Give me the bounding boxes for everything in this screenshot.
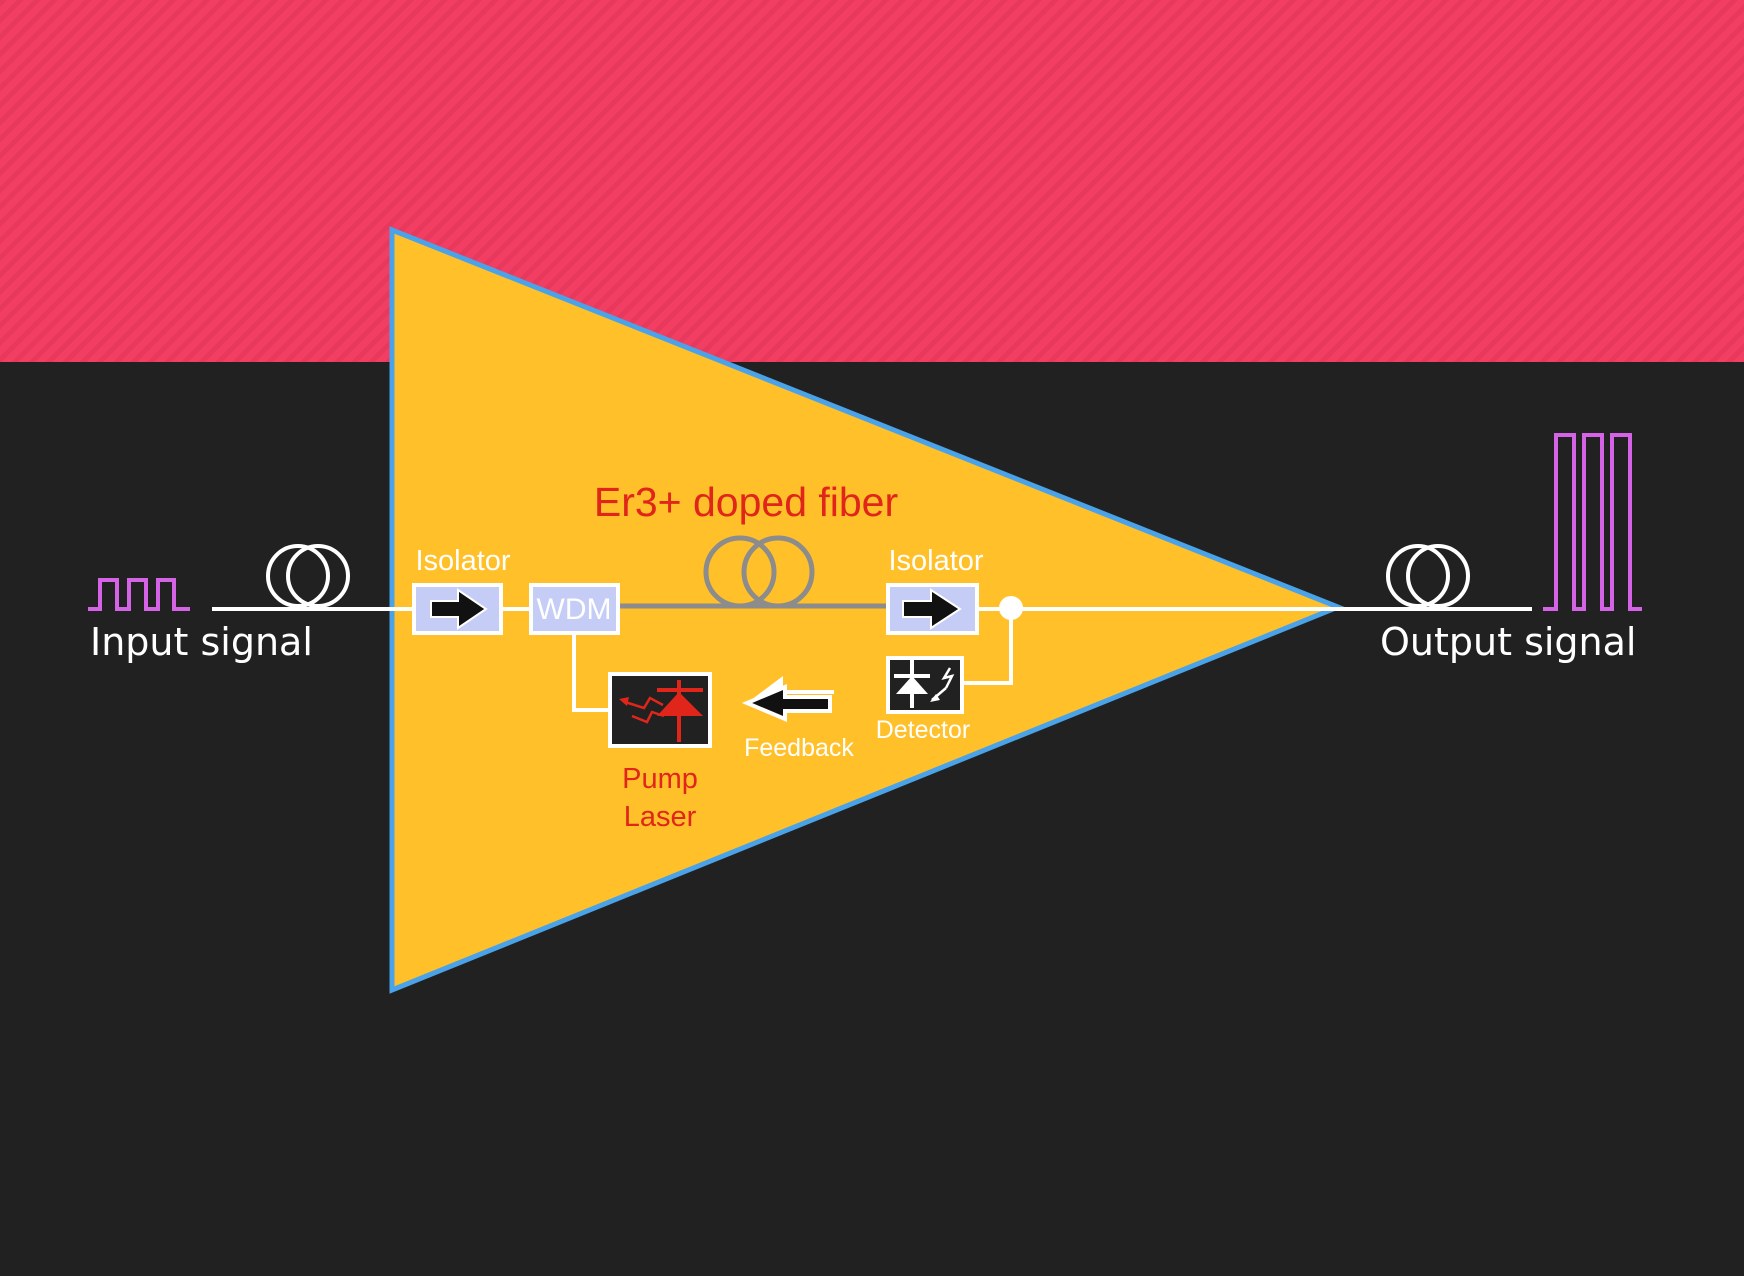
wdm-coupler: WDM [529, 583, 620, 635]
wdm-label: WDM [537, 593, 612, 626]
doped-fiber-coil-icon [703, 535, 815, 609]
top-banner [0, 0, 1744, 362]
isolator-2 [886, 583, 979, 635]
right-arrow-icon [902, 588, 962, 630]
isolator-2-label: Isolator [888, 545, 983, 577]
pump-laser-label-line2: Laser [624, 801, 697, 833]
input-signal-label: Input signal [90, 620, 313, 664]
input-fiber-coil-icon [266, 544, 350, 608]
feedback-arrow [741, 683, 832, 723]
right-arrow-icon [430, 588, 488, 630]
pump-laser [608, 672, 712, 748]
output-signal-label: Output signal [1380, 620, 1636, 664]
isolator-1 [412, 583, 503, 635]
output-pulse-icon [1543, 433, 1642, 611]
input-pulse-icon [88, 578, 190, 611]
wdm-to-pump-line [572, 633, 610, 712]
pump-laser-label-line1: Pump [622, 763, 698, 795]
doped-fiber-label: Er3+ doped fiber [594, 479, 898, 525]
detector-label: Detector [876, 716, 970, 744]
photodiode-icon [894, 660, 955, 708]
output-fiber-coil-icon [1386, 544, 1470, 608]
feedback-label: Feedback [744, 734, 854, 762]
detector [886, 656, 964, 714]
tap-to-detector-line [963, 608, 1013, 685]
isolator-1-label: Isolator [415, 545, 510, 577]
laser-diode-icon [619, 680, 703, 742]
